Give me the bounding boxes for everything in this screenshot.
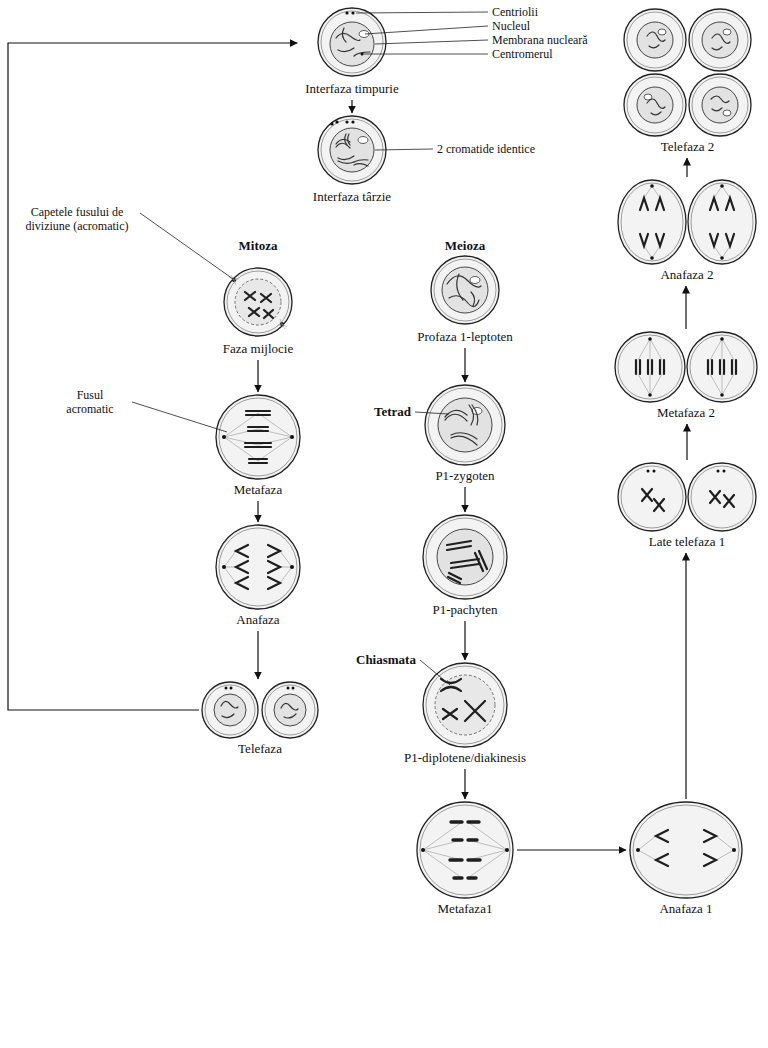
cell-drawing [615, 332, 685, 402]
cell-drawing [688, 463, 756, 531]
stage-cell: Profaza 1-leptoten [411, 256, 519, 345]
arrow-connector [686, 158, 687, 177]
leader-line [365, 26, 488, 34]
cell-drawing [216, 395, 300, 479]
callout-label: Mitoza [239, 238, 278, 254]
arrow-connector [464, 769, 465, 799]
leader-line [132, 402, 227, 432]
cell-drawing [262, 682, 318, 738]
stage-cell: Telefaza 2 [624, 9, 752, 155]
stage-name: Metafaza 2 [655, 405, 717, 421]
cell-drawing [630, 802, 742, 898]
stage-cell: Late telefaza 1 [617, 463, 757, 550]
stage-cell: Interfaza timpurie [299, 8, 404, 97]
stage-cell: Metafaza 2 [614, 332, 758, 421]
cell-drawing [423, 515, 507, 599]
stage-name: Anafaza 1 [657, 901, 714, 917]
stage-name: Anafaza [234, 612, 281, 628]
cell-drawing [688, 180, 756, 264]
stage-cell: Metafaza1 [416, 802, 514, 917]
arrow-connector [257, 501, 258, 522]
stage-cell: Faza mijlocie [217, 268, 299, 357]
leader-line [375, 40, 488, 44]
cell-drawing [423, 663, 507, 747]
cell-drawing [624, 9, 686, 71]
stage-name: Anafaza 2 [658, 267, 715, 283]
callout-label: Fusul acromatic [52, 388, 128, 416]
stage-name: Late telefaza 1 [647, 534, 728, 550]
arrow-connector [686, 424, 687, 460]
stage-name: P1-zygoten [433, 468, 496, 484]
cell-drawing [624, 74, 686, 136]
stage-name: Interfaza târzie [311, 189, 393, 205]
cell-drawing [425, 385, 505, 465]
leader-line [356, 12, 488, 13]
cell-drawing [689, 9, 751, 71]
cell-drawing [202, 682, 258, 738]
stage-cell: P1-zygoten [424, 385, 506, 484]
arrow-connector [517, 849, 626, 850]
callout-label: Tetrad [374, 404, 411, 420]
leader-line [375, 149, 433, 150]
callout-label: Meioza [445, 238, 485, 254]
stage-name: P1-diplotene/diakinesis [402, 750, 528, 766]
arrow-connector [351, 100, 352, 113]
callout-label: Capetele fusului de diviziune (acromatic… [18, 205, 136, 233]
stage-cell: Interfaza târzie [307, 116, 397, 205]
stage-name: Faza mijlocie [221, 341, 295, 357]
arrow-connector [257, 360, 258, 392]
cell-drawing [318, 8, 386, 76]
cell-drawing [687, 332, 757, 402]
callout-label: 2 cromatide identice [437, 142, 535, 156]
callout-label: Membrana nucleară [492, 33, 588, 47]
cell-drawing [216, 525, 300, 609]
cell-drawing [618, 180, 686, 264]
callout-label: Chiasmata [356, 652, 416, 668]
stage-name: Metafaza1 [436, 901, 495, 917]
stage-name: P1-pachyten [431, 602, 500, 618]
arrow-connector [464, 348, 465, 382]
cell-drawing [689, 74, 751, 136]
callout-label: Centriolii [492, 5, 538, 19]
callout-label: Nucleul [492, 19, 530, 33]
cell-drawing [224, 268, 292, 336]
arrow-connector [257, 631, 258, 679]
arrow-connector [464, 621, 465, 660]
stage-cell: Metafaza [215, 395, 301, 498]
stage-name: Metafaza [232, 482, 284, 498]
cell-drawing [417, 802, 513, 898]
callout-label: Centromerul [492, 47, 553, 61]
stage-cell: Anafaza [215, 525, 301, 628]
stage-name: Telefaza 2 [659, 139, 717, 155]
arrow-connector [464, 487, 465, 512]
leader-line [140, 213, 233, 279]
arrow-connector [8, 43, 297, 710]
stage-cell: Anafaza 1 [629, 802, 743, 917]
leader-line [363, 54, 488, 55]
leader-line [415, 412, 449, 414]
cell-drawing [618, 463, 686, 531]
stage-cell: Telefaza [201, 682, 319, 757]
stage-name: Profaza 1-leptoten [415, 329, 515, 345]
leader-line [420, 660, 450, 685]
stage-cell: Anafaza 2 [617, 180, 757, 283]
stage-cell: P1-pachyten [422, 515, 508, 618]
stage-cell: P1-diplotene/diakinesis [398, 663, 532, 766]
cell-drawing [431, 256, 499, 324]
arrow-connector [685, 286, 686, 329]
arrow-connector [685, 553, 686, 799]
stage-name: Telefaza [236, 741, 284, 757]
stage-name: Interfaza timpurie [303, 81, 400, 97]
